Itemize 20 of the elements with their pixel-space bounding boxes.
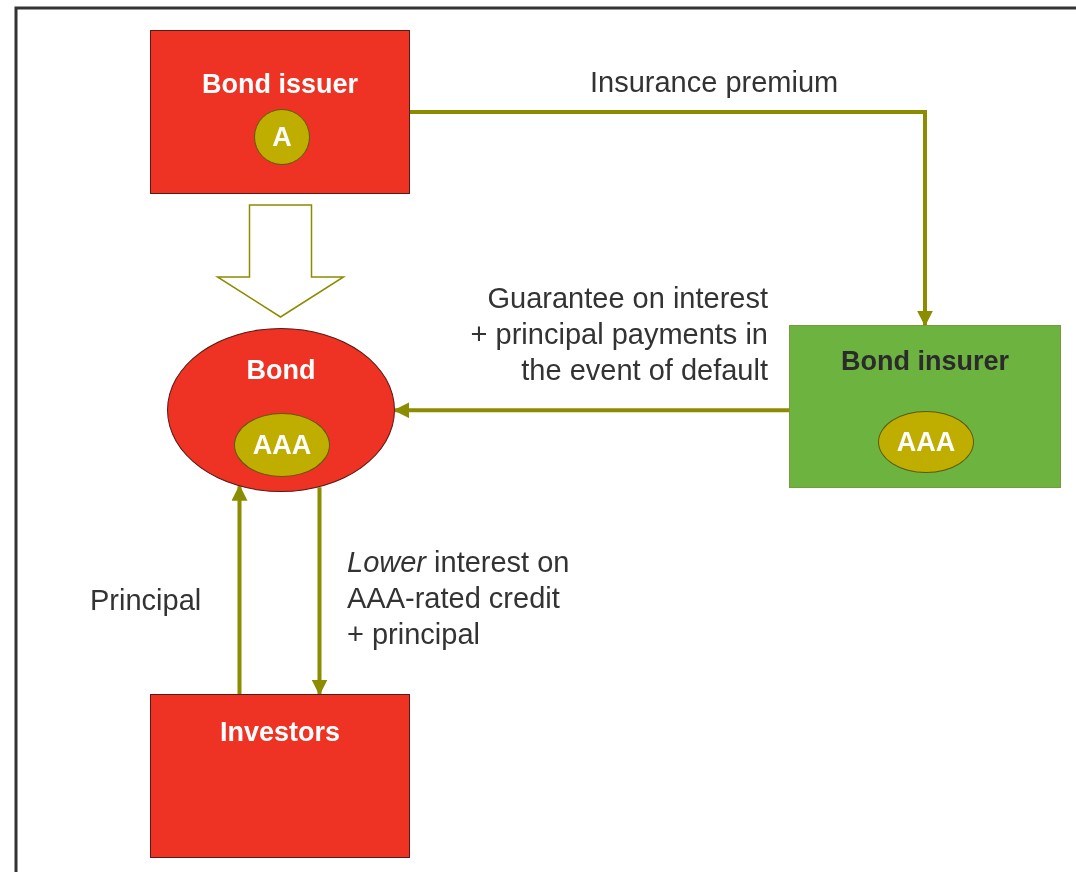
rating-label: AAA bbox=[895, 428, 957, 456]
arrow bbox=[393, 402, 789, 419]
edge-label: Principal bbox=[90, 583, 203, 618]
edge-label: Guarantee on interest + principal payments in the event of default bbox=[469, 281, 768, 388]
edge-label: Lower interest on AAA-rated credit + principal bbox=[347, 545, 571, 652]
insurer-box bbox=[789, 325, 1061, 488]
issuer-box bbox=[150, 30, 410, 194]
node-title: Bond issuer bbox=[201, 71, 359, 98]
node-title: Bond bbox=[245, 357, 317, 384]
edge-label: Insurance premium bbox=[590, 65, 840, 100]
arrow bbox=[311, 487, 328, 696]
block-arrow bbox=[214, 204, 347, 318]
arrow bbox=[410, 110, 933, 327]
node-title: Bond insurer bbox=[840, 348, 1010, 375]
node-title: Investors bbox=[218, 719, 342, 746]
rating-badge bbox=[254, 109, 310, 165]
investors-box bbox=[150, 694, 410, 858]
rating-label: AAA bbox=[251, 431, 313, 459]
rating-label: A bbox=[271, 123, 293, 151]
arrow bbox=[231, 484, 248, 694]
